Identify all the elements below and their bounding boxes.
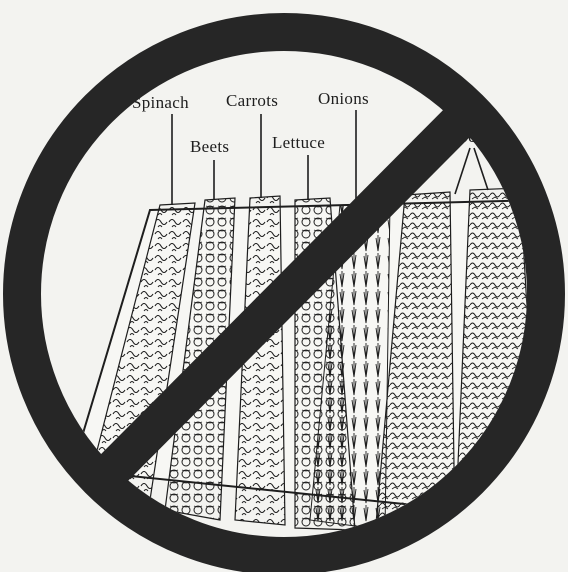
label-lettuce: Lettuce [272,133,325,152]
beans-leader-1 [455,148,470,194]
label-carrots: Carrots [226,91,278,110]
label-beets: Beets [190,137,229,156]
label-onions: Onions [318,89,369,108]
